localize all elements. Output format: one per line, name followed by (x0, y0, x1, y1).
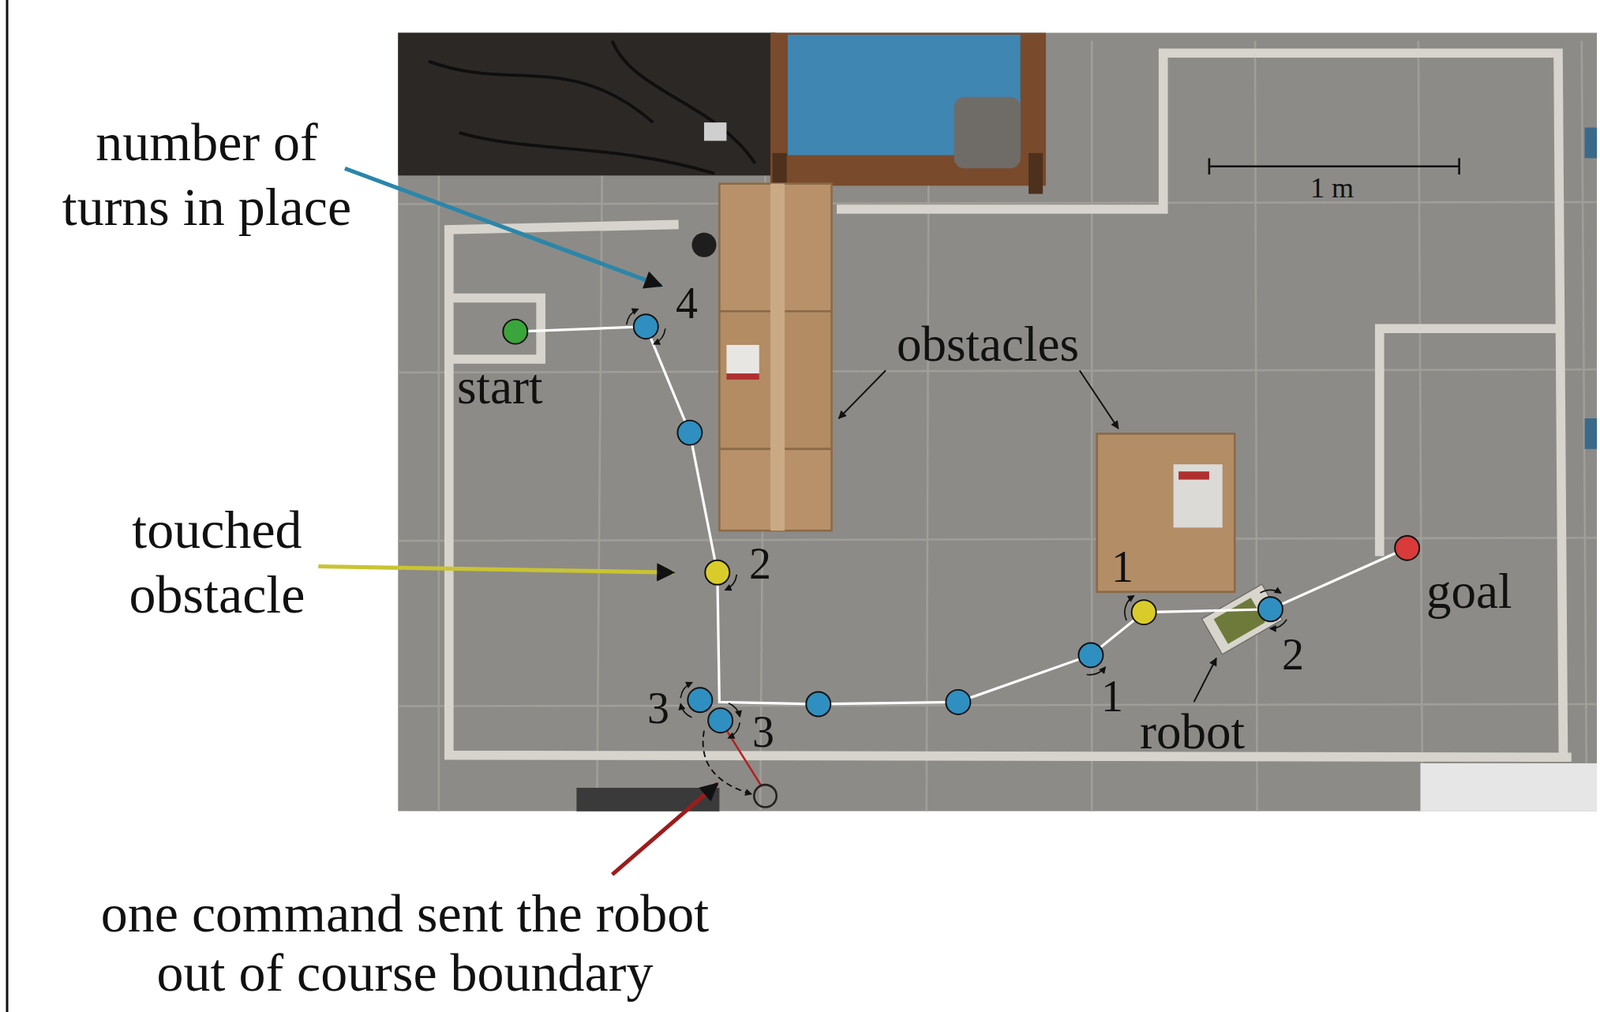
connector (704, 122, 727, 141)
start-area-tape (449, 297, 541, 360)
box-sticker (726, 373, 759, 380)
turn-symbol (626, 309, 666, 345)
figure-part (318, 32, 1599, 875)
start-dot (502, 319, 528, 345)
waypoint-dot (687, 687, 712, 712)
waypoint-dot (1258, 596, 1283, 622)
goal-label: goal (1426, 562, 1512, 623)
goal-dot (1394, 535, 1420, 561)
scale-line (1209, 164, 1460, 168)
tile-seam (926, 183, 930, 812)
wall-object (1585, 127, 1598, 159)
annotation-text: one command sent the robot out of course… (73, 884, 737, 1003)
tile-seam (1418, 41, 1423, 812)
leader-line (612, 783, 718, 875)
bin (954, 97, 1021, 169)
turn-count: 1 (1101, 670, 1124, 724)
touch-dot (1131, 599, 1157, 625)
spool (691, 232, 716, 258)
course-tape (449, 52, 1572, 757)
tile-seam (397, 202, 1597, 205)
annotation-text: touched obstacle (98, 498, 336, 627)
floor-object (1420, 763, 1597, 812)
robot-board (1214, 597, 1266, 644)
waypoint-dot (677, 420, 702, 446)
leader-line (1079, 370, 1119, 429)
box-sticker (1178, 471, 1210, 480)
object-label: robot (1139, 702, 1245, 763)
touch-dot (704, 560, 730, 585)
table (770, 32, 1046, 186)
photo (397, 32, 1597, 811)
turn-count: 3 (647, 681, 670, 735)
waypoint-dot (708, 708, 733, 733)
table-leg (1028, 153, 1043, 195)
waypoint-dot (805, 691, 831, 716)
box-sticker (1173, 464, 1223, 528)
tile-seam (1090, 41, 1094, 812)
frame-line (6, 0, 9, 1012)
waypoint-dot (633, 314, 659, 339)
robot-chassis (1202, 584, 1283, 655)
leader-line (1193, 658, 1216, 703)
turn-count: 4 (675, 277, 698, 330)
tile-seam (397, 704, 1597, 707)
desk (397, 32, 776, 176)
scale-bar (1209, 157, 1460, 175)
scale-tick (1208, 157, 1211, 175)
goal-area-tape (1379, 328, 1564, 556)
annotation-text: number of turns in place (41, 110, 373, 240)
tape-line (449, 224, 1572, 757)
leader-line (344, 168, 662, 286)
leader-line (839, 370, 886, 419)
tile-seam (596, 173, 602, 812)
tile-seam (1255, 41, 1258, 812)
wall-object (1585, 418, 1598, 450)
cables (428, 41, 756, 174)
floor (397, 32, 1597, 811)
turn-count: 1 (1111, 540, 1134, 594)
robot-body (1202, 584, 1283, 655)
box-tape (770, 183, 785, 532)
out-of-bounds-point (753, 784, 776, 807)
box-stack (719, 183, 832, 532)
waypoint-dot (1078, 642, 1103, 667)
box-sticker (726, 344, 759, 374)
turn-count: 3 (752, 705, 775, 759)
scale-tick (1457, 157, 1461, 175)
tile-seam (438, 173, 441, 812)
turn-arc (1260, 589, 1282, 593)
turn-count: 2 (1281, 628, 1304, 682)
start-label: start (457, 357, 543, 418)
dashed-turn (703, 730, 752, 795)
turn-arrows (626, 309, 1287, 739)
object-label: obstacles (896, 314, 1080, 375)
tape-line (836, 52, 1563, 757)
turn-count: 2 (749, 537, 772, 591)
waypoint-dot (945, 689, 971, 715)
path-dots (502, 314, 1420, 733)
robot-path (515, 326, 1408, 705)
scale-label: 1 m (1310, 171, 1354, 206)
leader-line (318, 565, 674, 573)
